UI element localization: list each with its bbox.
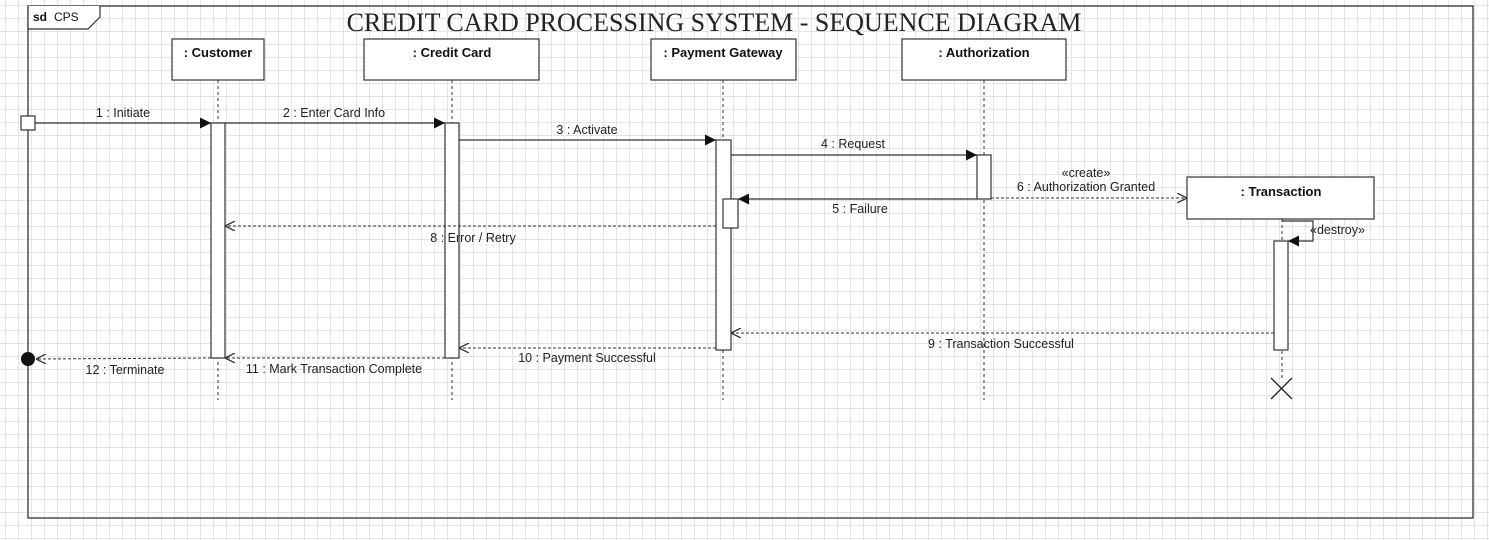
message-1-label: 1 : Initiate [96, 106, 150, 120]
message-12-arrow[interactable] [36, 358, 212, 359]
frame-tab [27, 6, 101, 30]
frame-tag: sd [33, 10, 47, 24]
found-message-gate [20, 115, 36, 131]
activation-payment-gateway [715, 139, 732, 351]
lifeline-label: : Payment Gateway [663, 45, 783, 60]
diagram-title: CREDIT CARD PROCESSING SYSTEM - SEQUENCE… [347, 8, 1082, 37]
message-11-label: 11 : Mark Transaction Complete [246, 362, 422, 376]
lifeline-head-credit-card[interactable]: : Credit Card [363, 38, 540, 81]
message-10-label: 10 : Payment Successful [518, 351, 656, 365]
lifeline-head-authorization[interactable]: : Authorization [901, 38, 1067, 81]
message-3-label: 3 : Activate [556, 123, 617, 137]
lifeline-head-customer[interactable]: : Customer [171, 38, 265, 81]
message-2-label: 2 : Enter Card Info [283, 106, 385, 120]
lost-message-endpoint [21, 352, 35, 366]
message-6-stereotype: «create» [1062, 166, 1111, 180]
lifeline-label: : Credit Card [413, 45, 492, 60]
lifeline-head-payment-gateway[interactable]: : Payment Gateway [650, 38, 797, 81]
activation-transaction [1273, 240, 1289, 351]
activation-customer [210, 122, 226, 359]
message-8-label: 8 : Error / Retry [430, 231, 516, 245]
message-5-label: 5 : Failure [832, 202, 888, 216]
message-destroy-arrow[interactable] [1282, 220, 1314, 247]
lifeline-head-transaction[interactable]: : Transaction [1186, 176, 1375, 220]
frame-name: CPS [54, 10, 79, 24]
diagram-frame [27, 5, 1474, 519]
activation-authorization [976, 154, 992, 200]
message-4-label: 4 : Request [821, 137, 885, 151]
activation-credit-card [444, 122, 460, 359]
message-6-label: 6 : Authorization Granted [1017, 180, 1155, 194]
destroy-x-icon [1270, 377, 1293, 400]
lifeline-label: : Transaction [1241, 184, 1322, 199]
message-12-label: 12 : Terminate [86, 363, 165, 377]
message-9-label: 9 : Transaction Successful [928, 337, 1074, 351]
lifeline-label: : Customer [184, 45, 253, 60]
message-destroy-label: «destroy» [1310, 223, 1365, 237]
lifeline-label: : Authorization [938, 45, 1029, 60]
activation-payment-gateway-nested [722, 198, 739, 229]
